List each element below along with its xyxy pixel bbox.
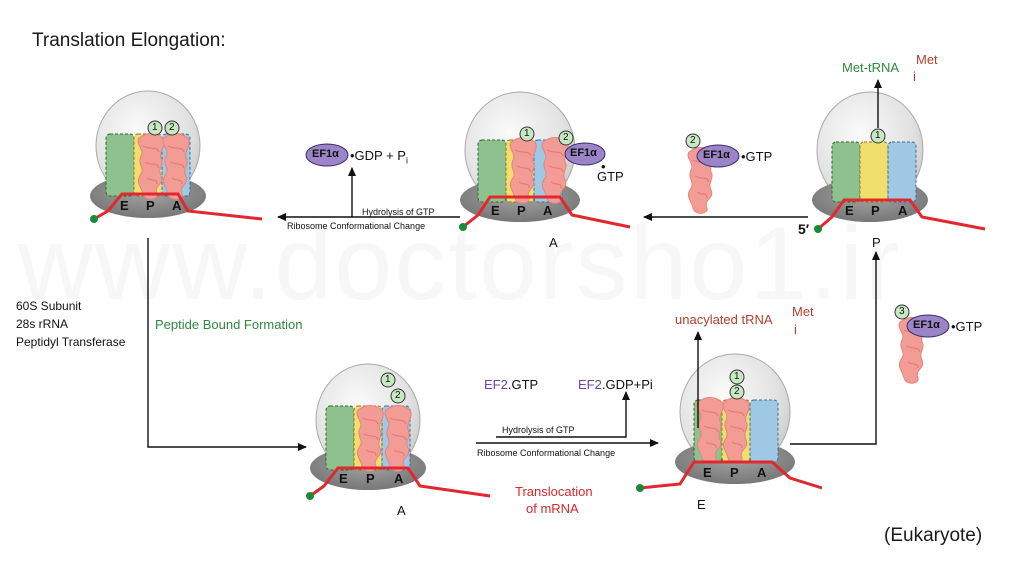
site-a-label: A xyxy=(394,471,404,486)
badge-1-text: 1 xyxy=(734,371,740,382)
arrow-5-to-3 xyxy=(790,251,880,445)
met-subscript: i xyxy=(913,69,916,84)
ribosome-step-4 xyxy=(306,363,491,500)
site-a-label: A xyxy=(898,203,908,218)
watermark-text: www.doctorsho1.ir xyxy=(18,206,902,322)
badge-2-text: 2 xyxy=(734,386,740,397)
rrna-28s-label: 28s rRNA xyxy=(16,317,69,331)
site-a-label: A xyxy=(543,203,553,218)
site-p-label: P xyxy=(730,465,739,480)
step-label-a-top: A xyxy=(549,235,558,250)
badge-2-text: 2 xyxy=(395,390,401,401)
met-trna-label: Met-tRNA xyxy=(842,60,900,75)
badge-1 xyxy=(729,369,745,385)
site-e-label: E xyxy=(491,203,500,218)
badge-2 xyxy=(390,388,406,404)
badge-2-text: 2 xyxy=(563,132,569,143)
ef1-alpha-label: EF1α xyxy=(913,319,940,331)
site-p-label: P xyxy=(366,471,375,486)
badge-1 xyxy=(519,126,535,142)
arrow-1-to-4 xyxy=(147,238,307,451)
site-p-label: P xyxy=(517,203,526,218)
ribosome-step-2 xyxy=(459,91,631,231)
site-a-label: A xyxy=(172,198,182,213)
site-p-label: P xyxy=(871,203,880,218)
ribosome-step-3 xyxy=(812,91,986,233)
step-label-e: E xyxy=(697,497,706,512)
ef1-alpha-label: EF1α xyxy=(570,147,597,159)
site-a-label: A xyxy=(757,465,767,480)
site-e-label: E xyxy=(339,471,348,486)
step-label-p: P xyxy=(872,235,881,250)
badge-2 xyxy=(729,384,745,400)
ribosome-step-5 xyxy=(636,353,823,492)
gtp-label: •GTP xyxy=(951,319,983,334)
badge-1-text: 1 xyxy=(385,374,391,385)
badge-1-text: 1 xyxy=(524,128,530,139)
badge-3-text: 3 xyxy=(899,306,905,317)
badge-1 xyxy=(380,372,396,388)
incoming-trna-ef1-complex-2 xyxy=(685,133,740,214)
badge-2 xyxy=(558,130,574,146)
gtp-label: •GTP xyxy=(741,149,773,164)
unacylated-met-superscript: Met xyxy=(792,304,814,319)
ribosome-change-label-bottom: Ribosome Conformational Change xyxy=(477,448,616,458)
translocation-label-line1: Translocation xyxy=(515,484,593,499)
ribosome-step-1 xyxy=(90,90,263,223)
arrows xyxy=(147,79,882,451)
site-e-label: E xyxy=(703,465,712,480)
gtp-dot: • xyxy=(601,159,606,174)
ef2-gtp-label: EF2.GTP xyxy=(484,377,539,392)
hydrolysis-label-bottom: Hydrolysis of GTP xyxy=(502,425,575,435)
badge-2 xyxy=(164,120,180,136)
eukaryote-footer: (Eukaryote) xyxy=(884,525,983,546)
unacylated-met-subscript: i xyxy=(794,322,797,337)
page-title: Translation Elongation: xyxy=(32,30,226,51)
five-prime-label: 5′ xyxy=(798,221,810,237)
site-p-label: P xyxy=(146,198,155,213)
badge-1 xyxy=(147,120,163,136)
free-ef1-gdp-complex xyxy=(305,143,349,167)
ribosome-change-label-top: Ribosome Conformational Change xyxy=(287,221,426,231)
unacylated-trna-label: unacylated tRNA xyxy=(675,312,773,327)
badge-1-text: 1 xyxy=(875,130,881,141)
site-e-label: E xyxy=(845,203,854,218)
badge-2-text: 2 xyxy=(169,122,175,133)
incoming-trna-ef1-complex-3 xyxy=(894,304,950,384)
ef1-alpha-label: EF1α xyxy=(703,149,730,161)
badge-1 xyxy=(870,128,886,144)
peptidyl-transferase-label: Peptidyl Transferase xyxy=(16,335,126,349)
gtp-label: GTP xyxy=(597,169,624,184)
met-superscript: Met xyxy=(916,52,938,67)
ef1-alpha-label: EF1α xyxy=(312,148,339,160)
gdp-pi-label: •GDP + Pi xyxy=(350,148,408,166)
subunit-60s-label: 60S Subunit xyxy=(16,299,82,313)
step-label-a-bottom: A xyxy=(397,503,406,518)
translocation-label-line2: of mRNA xyxy=(526,501,579,516)
badge-2-text: 2 xyxy=(690,135,696,146)
arrow-ef2-release xyxy=(496,391,630,438)
site-e-label: E xyxy=(120,198,129,213)
peptide-bond-label: Peptide Bound Formation xyxy=(155,317,303,332)
badge-1-text: 1 xyxy=(152,122,158,133)
ef2-gdp-label: EF2.GDP+Pi xyxy=(578,377,653,392)
hydrolysis-label-top: Hydrolysis of GTP xyxy=(362,207,435,217)
